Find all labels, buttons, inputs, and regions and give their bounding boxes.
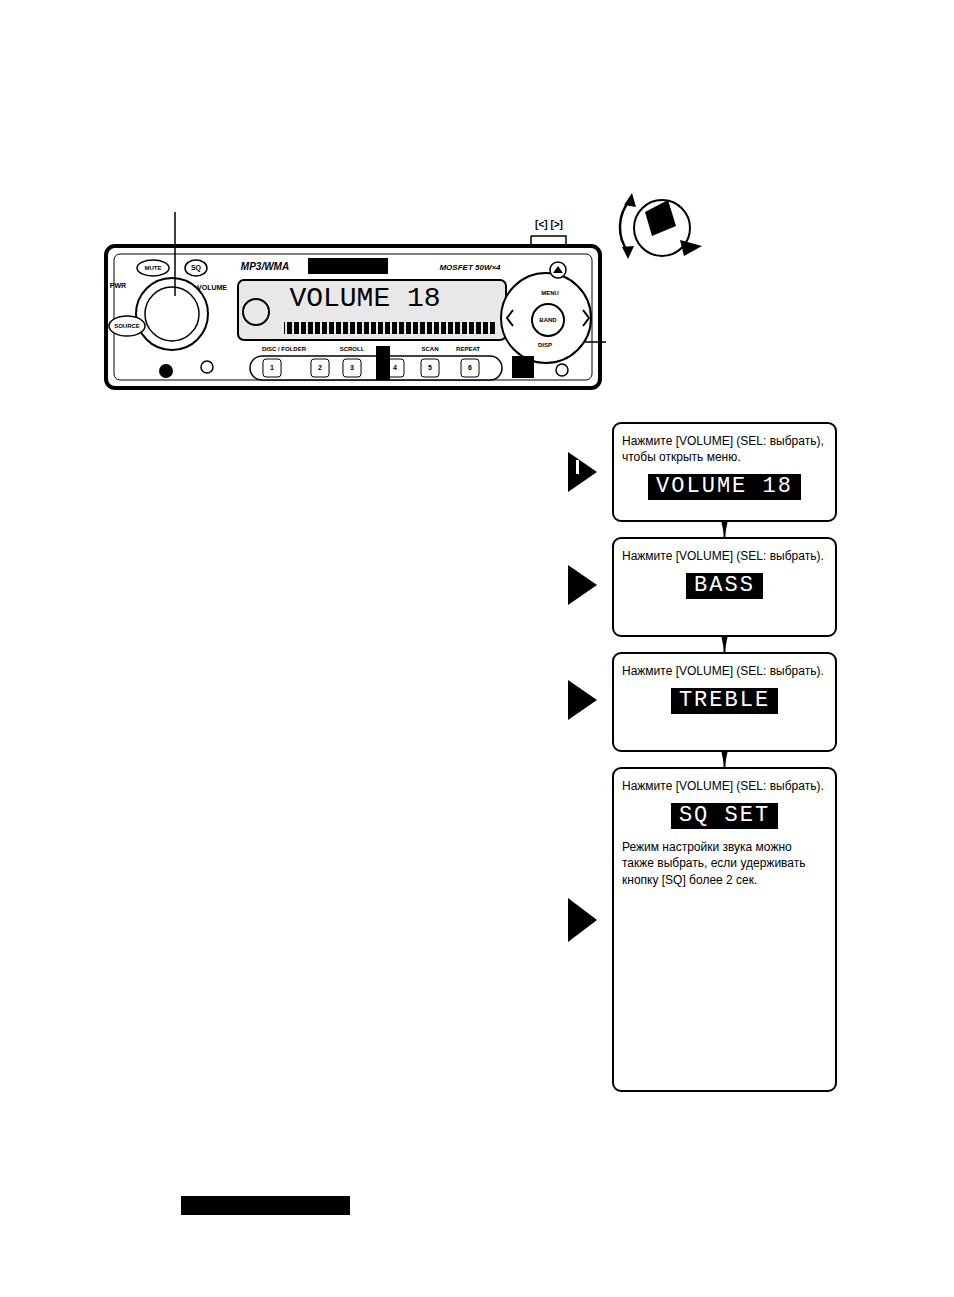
button-label: SOURCE bbox=[114, 323, 140, 329]
instruction-text: Нажмите [VOLUME] (SEL: выбрать). bbox=[622, 663, 827, 679]
display-text: BASS bbox=[694, 573, 755, 598]
button-label: SQ bbox=[191, 264, 201, 271]
button-label: SCAN bbox=[421, 346, 438, 352]
faceplate bbox=[145, 287, 199, 341]
faceplate bbox=[185, 260, 207, 276]
preset-number: 6 bbox=[468, 364, 472, 371]
faceplate bbox=[137, 260, 169, 276]
button-label: REPEAT bbox=[456, 346, 480, 352]
leader-lines bbox=[531, 236, 566, 246]
leader-lines bbox=[585, 341, 606, 343]
faceplate bbox=[159, 364, 173, 378]
button-label: BAND bbox=[539, 317, 556, 323]
button-label: DISP bbox=[538, 342, 552, 348]
rotation-icon bbox=[680, 240, 702, 256]
faceplate bbox=[583, 310, 589, 326]
rotation-icon bbox=[620, 193, 702, 259]
button-label: MOSFET 50W×4 bbox=[439, 264, 500, 272]
button-label: MUTE bbox=[145, 265, 162, 271]
display-slot: VOLUME 18 bbox=[622, 474, 827, 500]
button-label: SCROLL bbox=[340, 346, 365, 352]
display-text: VOLUME 18 bbox=[656, 474, 793, 499]
step-markers bbox=[568, 680, 597, 720]
faceplate bbox=[106, 246, 600, 388]
faceplate bbox=[109, 316, 145, 336]
faceplate bbox=[308, 258, 388, 274]
display-readout: VOLUME 18 bbox=[289, 285, 440, 313]
button-label: PWR bbox=[110, 282, 126, 289]
button-label: MENU bbox=[541, 290, 559, 296]
button-label: [<] [>] bbox=[535, 220, 563, 230]
faceplate bbox=[114, 254, 592, 380]
flow-arrow bbox=[724, 522, 726, 537]
faceplate bbox=[556, 364, 568, 376]
flow-arrow bbox=[724, 752, 726, 767]
instruction-text: Нажмите [VOLUME] (SEL: выбрать), чтобы о… bbox=[622, 433, 827, 465]
faceplate bbox=[263, 359, 281, 377]
step-box: Нажмите [VOLUME] (SEL: выбрать). TREBLE bbox=[612, 652, 837, 752]
faceplate bbox=[461, 359, 479, 377]
display-slot: SQ SET bbox=[622, 803, 827, 829]
faceplate bbox=[238, 280, 506, 340]
preset-number: 3 bbox=[350, 364, 354, 371]
preset-number: 5 bbox=[428, 364, 432, 371]
faceplate bbox=[311, 359, 329, 377]
faceplate bbox=[376, 346, 390, 380]
lcd-display: SQ SET bbox=[671, 803, 778, 829]
display-text: TREBLE bbox=[679, 688, 770, 713]
step-markers bbox=[568, 898, 597, 942]
faceplate bbox=[532, 304, 564, 336]
faceplate bbox=[201, 361, 213, 373]
rotation-icon bbox=[624, 193, 636, 207]
preset-number: 2 bbox=[318, 364, 322, 371]
rotation-icon bbox=[634, 200, 690, 256]
button-label: MP3/WMA bbox=[241, 262, 289, 272]
step-markers bbox=[568, 452, 597, 492]
faceplate bbox=[421, 359, 439, 377]
faceplate bbox=[284, 322, 496, 334]
rotation-icon bbox=[620, 200, 630, 252]
faceplate bbox=[512, 356, 534, 378]
faceplate bbox=[507, 310, 513, 326]
display-slot: TREBLE bbox=[622, 688, 827, 714]
step-markers bbox=[576, 460, 579, 474]
instruction-text: Нажмите [VOLUME] (SEL: выбрать). bbox=[622, 548, 827, 564]
faceplate bbox=[106, 246, 600, 388]
step-box: Нажмите [VOLUME] (SEL: выбрать). BASS bbox=[612, 537, 837, 637]
step-box: Нажмите [VOLUME] (SEL: выбрать), чтобы о… bbox=[612, 422, 837, 522]
button-label: DISC / FOLDER bbox=[262, 346, 306, 352]
display-slot: BASS bbox=[622, 573, 827, 599]
faceplate bbox=[243, 299, 269, 325]
lcd-display: BASS bbox=[686, 573, 763, 599]
faceplate bbox=[553, 266, 563, 273]
lcd-display: TREBLE bbox=[671, 688, 778, 714]
step-box: Нажмите [VOLUME] (SEL: выбрать). SQ SET Ре… bbox=[612, 767, 837, 1092]
leader-lines bbox=[175, 212, 606, 342]
button-label: VOLUME bbox=[197, 284, 227, 291]
lcd-display: VOLUME 18 bbox=[648, 474, 801, 500]
preset-number: 4 bbox=[393, 364, 397, 371]
step-markers bbox=[568, 565, 597, 605]
step-markers bbox=[568, 452, 597, 942]
faceplate bbox=[343, 359, 361, 377]
flow-arrow bbox=[724, 637, 726, 652]
preset-number: 1 bbox=[270, 364, 274, 371]
leader-lines bbox=[174, 212, 176, 296]
instruction-text: Нажмите [VOLUME] (SEL: выбрать). bbox=[622, 778, 827, 794]
display-text: SQ SET bbox=[679, 803, 770, 828]
rotation-icon bbox=[622, 246, 634, 259]
rotation-icon bbox=[645, 200, 676, 236]
faceplate bbox=[550, 262, 566, 278]
faceplate bbox=[501, 273, 591, 363]
note-text: Режим настройки звука можно также выбрат… bbox=[622, 839, 827, 888]
footer-bar bbox=[181, 1196, 350, 1215]
